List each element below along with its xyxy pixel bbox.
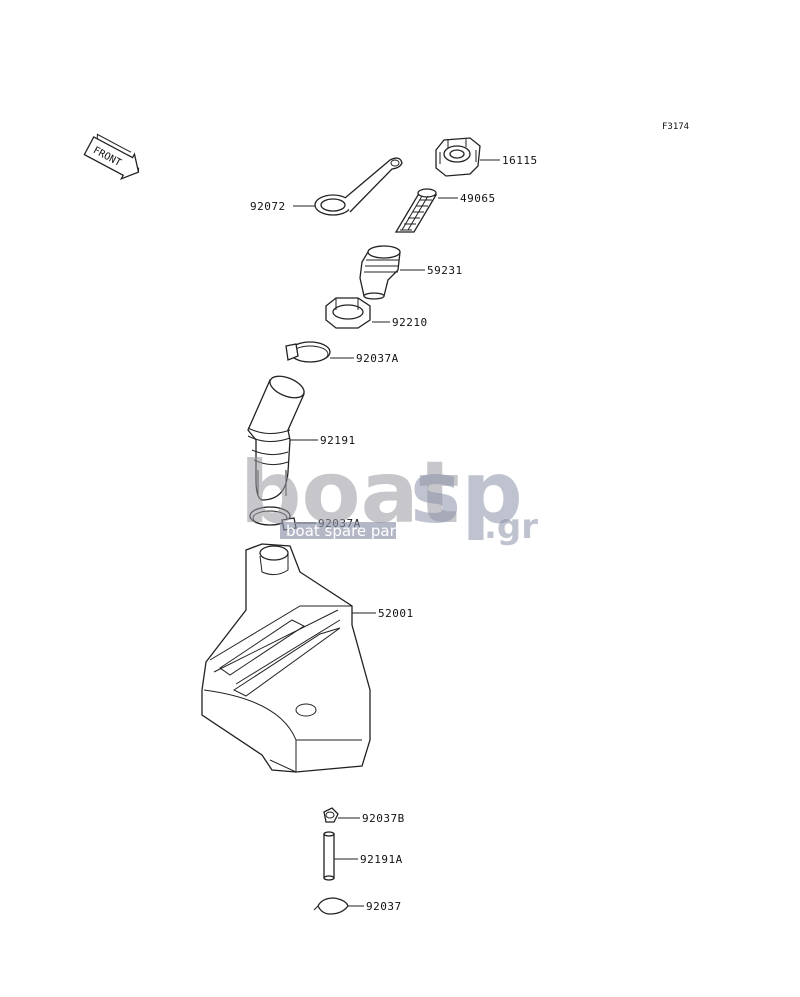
part-49065-filter: 49065 [394,188,496,233]
part-52001-tank: 52001 [201,543,414,773]
part-number-92191: 92191 [320,434,356,447]
part-59231-filler-neck: 59231 [359,245,463,300]
part-number-49065: 49065 [460,192,496,205]
part-92191-hose: 92191 [247,375,356,501]
watermark-brand-tld: .gr [484,507,538,547]
part-number-52001: 52001 [378,607,414,620]
part-number-92210: 92210 [392,316,428,329]
part-number-92191A: 92191A [360,853,403,866]
part-92210-nut: 92210 [325,297,428,329]
watermark-brand-right: sp [410,443,523,543]
watermark-tagline: boat spare parts [286,522,410,540]
part-number-92037B: 92037B [362,812,405,825]
part-92072-strap: 92072 [250,157,403,216]
part-92037A-clamp-upper: 92037A [285,341,399,365]
watermark: boat sp .gr boat spare parts [240,443,538,547]
front-arrow-icon: FRONT [83,133,140,181]
part-92037-clip: 92037 [313,897,402,915]
part-number-92072: 92072 [250,200,286,213]
part-92037B-clip: 92037B [323,807,405,825]
part-number-59231: 59231 [427,264,463,277]
part-16115-cap: 16115 [435,137,538,177]
part-number-16115: 16115 [502,154,538,167]
figure-code: F3174 [662,122,689,132]
part-number-92037: 92037 [366,900,402,913]
part-92191A-tube: 92191A [323,831,403,881]
part-number-92037A-upper: 92037A [356,352,399,365]
